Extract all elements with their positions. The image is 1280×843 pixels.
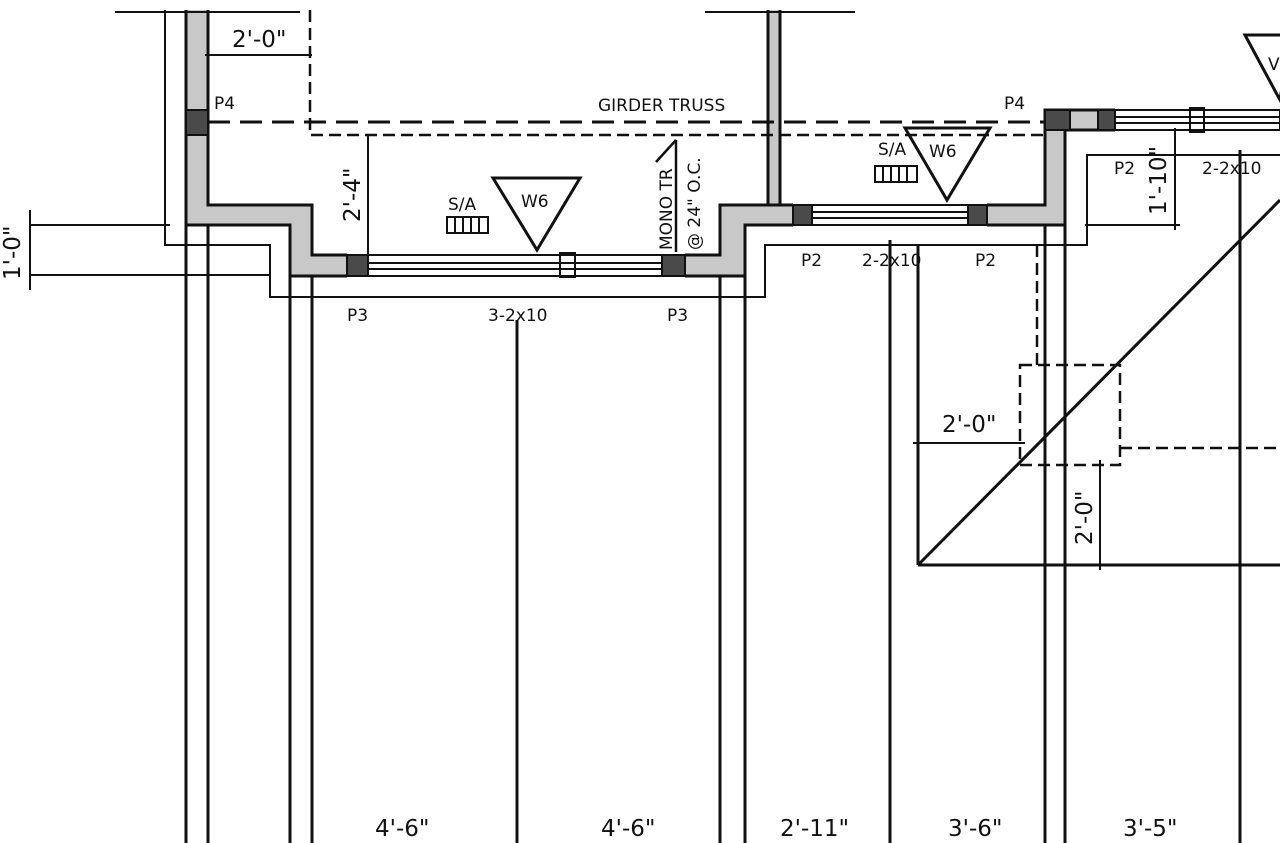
label-p2-b: P2: [975, 251, 996, 271]
w6-marker-right: [902, 126, 993, 203]
dim-bottom-3: 2'-11": [780, 816, 849, 842]
dim-bottom-5: 3'-5": [1123, 816, 1177, 842]
dim-stair-vertical: 2'-0": [1072, 491, 1098, 545]
grid-lines: [184, 150, 1280, 843]
label-2-2x10-a: 2-2x10: [862, 251, 921, 271]
label-sa-left: S/A: [448, 195, 477, 215]
label-mono-spacing: @ 24" O.C.: [685, 157, 705, 250]
label-p3-left: P3: [347, 306, 368, 326]
dim-far-left: 1'-0": [0, 226, 26, 280]
label-p4-right: P4: [1004, 94, 1025, 114]
dim-right-vertical: 1'-10": [1146, 146, 1172, 215]
dimension-lines: [29, 54, 1180, 570]
dim-left-vertical: 2'-4": [340, 168, 366, 222]
sa-hatch-left: [446, 216, 489, 234]
label-w6-left: W6: [521, 192, 549, 212]
walls: [186, 10, 1098, 276]
wall-outlines: [184, 10, 1115, 278]
label-p4-left: P4: [214, 94, 235, 114]
w-marker-partial: [1242, 33, 1280, 104]
label-w-partial: V: [1268, 55, 1280, 75]
dim-top-left: 2'-0": [232, 27, 286, 53]
label-girder-truss: GIRDER TRUSS: [598, 96, 725, 116]
foundation-outline: [115, 10, 1280, 298]
label-w6-right: W6: [929, 142, 957, 162]
sa-hatch-right: [874, 165, 918, 183]
label-p2-c: P2: [1114, 159, 1135, 179]
label-sa-right: S/A: [878, 140, 907, 160]
label-mono-truss: MONO TR: [657, 168, 677, 250]
label-2-2x10-b: 2-2x10: [1202, 159, 1261, 179]
label-p2-a: P2: [801, 251, 822, 271]
label-3-2x10: 3-2x10: [488, 306, 547, 326]
posts: [185, 109, 1116, 277]
dim-bottom-1: 4'-6": [375, 816, 429, 842]
stair-diagonal: [916, 198, 1280, 567]
dim-bottom-2: 4'-6": [601, 816, 655, 842]
dim-bottom-4: 3'-6": [948, 816, 1002, 842]
label-p3-right: P3: [667, 306, 688, 326]
mono-truss-arrow: [655, 139, 678, 252]
truss-dashed: [308, 10, 1280, 467]
dim-stair-horizontal: 2'-0": [942, 412, 996, 438]
w6-marker-left: [490, 176, 583, 253]
